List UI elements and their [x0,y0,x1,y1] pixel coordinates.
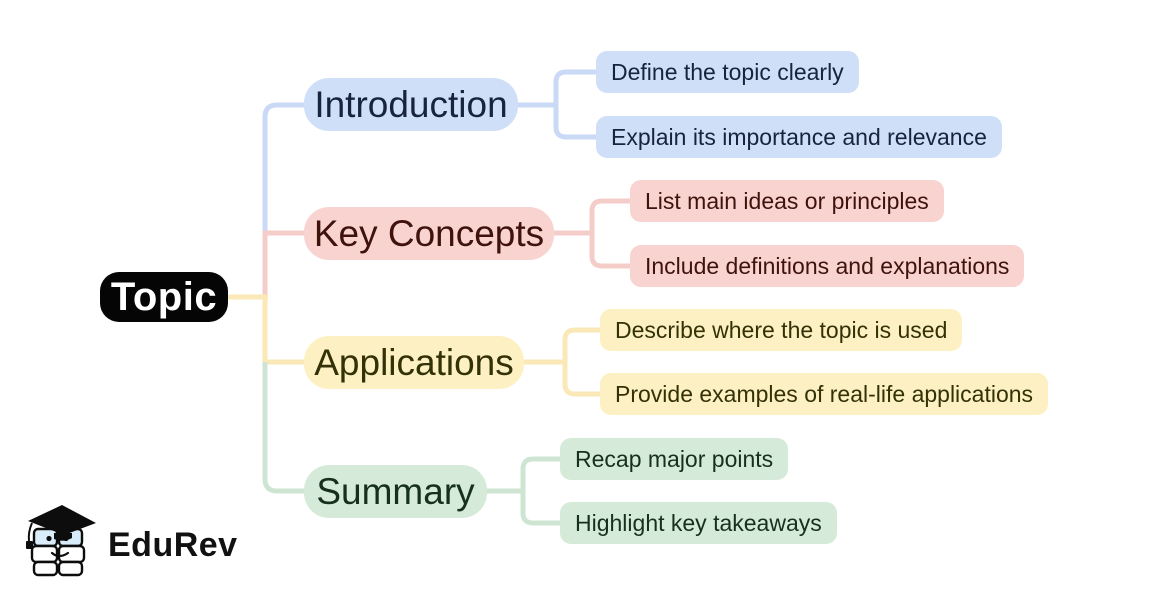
connector-introduction-children-fork [553,69,602,140]
node-applications: Applications [304,336,524,389]
edurev-logo: EduRev [22,497,238,579]
connector-summary-children-fork [520,456,566,526]
node-describe-where-used: Describe where the topic is used [600,309,963,351]
connector-applications-children-fork [562,327,606,397]
connector-introduction-elbow [262,102,306,233]
node-topic: Topic [100,272,228,322]
node-summary: Summary [304,465,487,518]
graduation-cap-books-icon [26,505,96,577]
node-list-main-ideas: List main ideas or principles [630,180,944,222]
edurev-brand-text: EduRev [108,525,238,564]
node-highlight-takeaways: Highlight key takeaways [560,502,837,544]
connector-key-concepts-children-fork [589,198,636,269]
node-provide-examples: Provide examples of real-life applicatio… [600,373,1049,415]
node-define-topic: Define the topic clearly [596,51,859,93]
node-explain-importance: Explain its importance and relevance [596,116,1002,158]
node-recap-points: Recap major points [560,438,789,480]
node-introduction: Introduction [304,78,518,131]
connector-summary-elbow [262,362,306,494]
node-key-concepts: Key Concepts [304,207,554,260]
node-include-definitions: Include definitions and explanations [630,245,1025,287]
